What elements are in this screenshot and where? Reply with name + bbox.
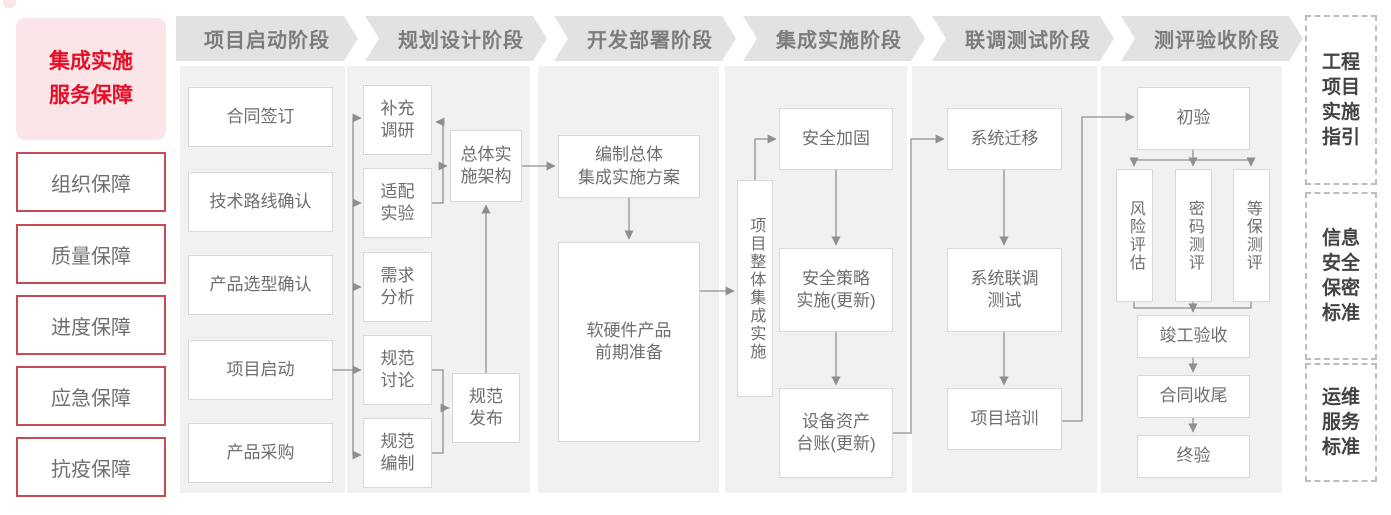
node-system-migration: 系统迁移 (947, 108, 1062, 170)
guarantee-item-emergency: 应急保障 (16, 366, 166, 426)
node-overall-architecture: 总体实 施架构 (450, 130, 522, 202)
standard-operation-service: 运维 服务 标准 (1305, 363, 1377, 482)
node-risk-assessment: 风险评估 (1116, 169, 1153, 302)
guarantee-item-organization: 组织保障 (16, 152, 166, 212)
node-tech-route-confirm: 技术路线确认 (188, 172, 333, 232)
phase-header-joint-testing: 联调测试阶段 (932, 16, 1114, 61)
standard-infosec-confidentiality: 信息 安全 保密 标准 (1305, 192, 1377, 360)
node-security-hardening: 安全加固 (779, 108, 893, 170)
phase-header-kickoff: 项目启动阶段 (176, 16, 358, 61)
node-initial-acceptance: 初验 (1137, 87, 1250, 150)
node-security-policy-update: 安全策略 实施(更新) (779, 248, 893, 332)
node-requirement-analysis: 需求 分析 (363, 252, 432, 322)
corner-decoration (3, 0, 16, 8)
node-adaptation-experiment: 适配 实验 (363, 168, 432, 238)
node-overall-integration-impl: 项目整体集成实施 (737, 180, 773, 397)
diagram-title: 集成实施 服务保障 (16, 18, 166, 140)
node-contract-signing: 合同签订 (188, 87, 333, 147)
phase-header-acceptance: 测评验收阶段 (1121, 16, 1303, 61)
node-mlps-evaluation: 等保测评 (1233, 169, 1270, 302)
node-system-joint-testing: 系统联调 测试 (947, 248, 1062, 332)
phase-header-integration: 集成实施阶段 (743, 16, 925, 61)
node-spec-discussion: 规范 讨论 (363, 335, 432, 405)
node-project-training: 项目培训 (947, 388, 1062, 450)
standard-project-implementation-guide: 工程 项目 实施 指引 (1305, 15, 1377, 185)
guarantee-item-epidemic: 抗疫保障 (16, 437, 166, 497)
node-crypto-evaluation: 密码测评 (1175, 169, 1212, 302)
phase-header-planning-design: 规划设计阶段 (365, 16, 547, 61)
node-product-selection-confirm: 产品选型确认 (188, 255, 333, 315)
node-completion-acceptance: 竣工验收 (1137, 315, 1250, 358)
phase-header-dev-deploy: 开发部署阶段 (554, 16, 736, 61)
guarantee-item-schedule: 进度保障 (16, 295, 166, 355)
node-overall-integration-plan: 编制总体 集成实施方案 (558, 135, 700, 198)
node-contract-closure: 合同收尾 (1137, 375, 1250, 418)
node-product-procurement: 产品采购 (188, 423, 333, 483)
node-product-preparation: 软硬件产品 前期准备 (558, 242, 700, 442)
guarantee-item-quality: 质量保障 (16, 224, 166, 284)
node-project-kickoff: 项目启动 (188, 340, 333, 400)
node-final-acceptance: 终验 (1137, 435, 1250, 478)
node-asset-ledger-update: 设备资产 台账(更新) (779, 388, 893, 478)
node-spec-release: 规范 发布 (452, 373, 520, 443)
node-supplementary-research: 补充 调研 (363, 85, 432, 155)
node-spec-drafting: 规范 编制 (363, 418, 432, 488)
